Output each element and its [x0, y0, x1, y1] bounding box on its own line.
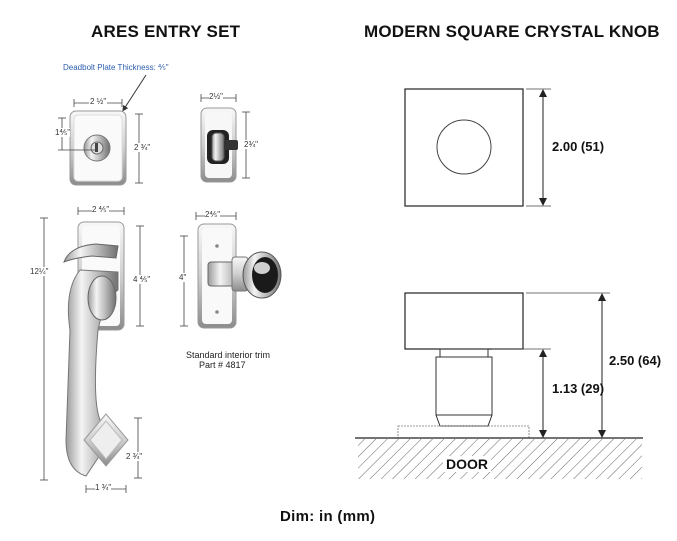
interior-caption-line1: Standard interior trim	[186, 350, 271, 360]
door-label: DOOR	[443, 456, 491, 472]
dim-handle-width: 2 ⅘"	[92, 205, 110, 214]
dim-bottom-width: 1 ¾"	[95, 483, 112, 492]
deadbolt-front-drawing	[58, 74, 147, 186]
interior-trim-drawing	[180, 212, 282, 329]
dim-handle-plate: 4 ⅘"	[133, 275, 151, 284]
deadbolt-side-drawing	[200, 94, 250, 183]
deadbolt-thickness-note: Deadbolt Plate Thickness: ⅘"	[63, 63, 169, 72]
dim-deadbolt-height: 2 ¾"	[134, 143, 151, 152]
dim-handle-total: 12¼"	[30, 267, 49, 276]
dim-stem-height: 1.13 (29)	[552, 381, 605, 396]
dim-top-width: 2.00 (51)	[552, 139, 605, 154]
units-footer: Dim: in (mm)	[280, 508, 376, 525]
left-title: ARES ENTRY SET	[91, 22, 241, 41]
dim-side-width: 2½"	[209, 92, 223, 101]
dim-bottom-plate: 2 ¾"	[126, 452, 143, 461]
dim-interior-height: 4"	[179, 273, 187, 282]
handle-front-drawing	[40, 207, 144, 493]
dim-deadbolt-side: 1⅘"	[55, 128, 71, 137]
right-title: MODERN SQUARE CRYSTAL KNOB	[364, 22, 660, 41]
dim-total-height: 2.50 (64)	[609, 353, 662, 368]
dim-interior-width: 2⅘"	[205, 210, 221, 219]
dim-deadbolt-width: 2 ½"	[89, 97, 108, 106]
dim-side-height: 2¾"	[244, 140, 258, 149]
knob-top-view	[404, 88, 551, 207]
interior-caption-line2: Part # 4817	[199, 360, 246, 370]
knob-side-view	[355, 292, 643, 479]
